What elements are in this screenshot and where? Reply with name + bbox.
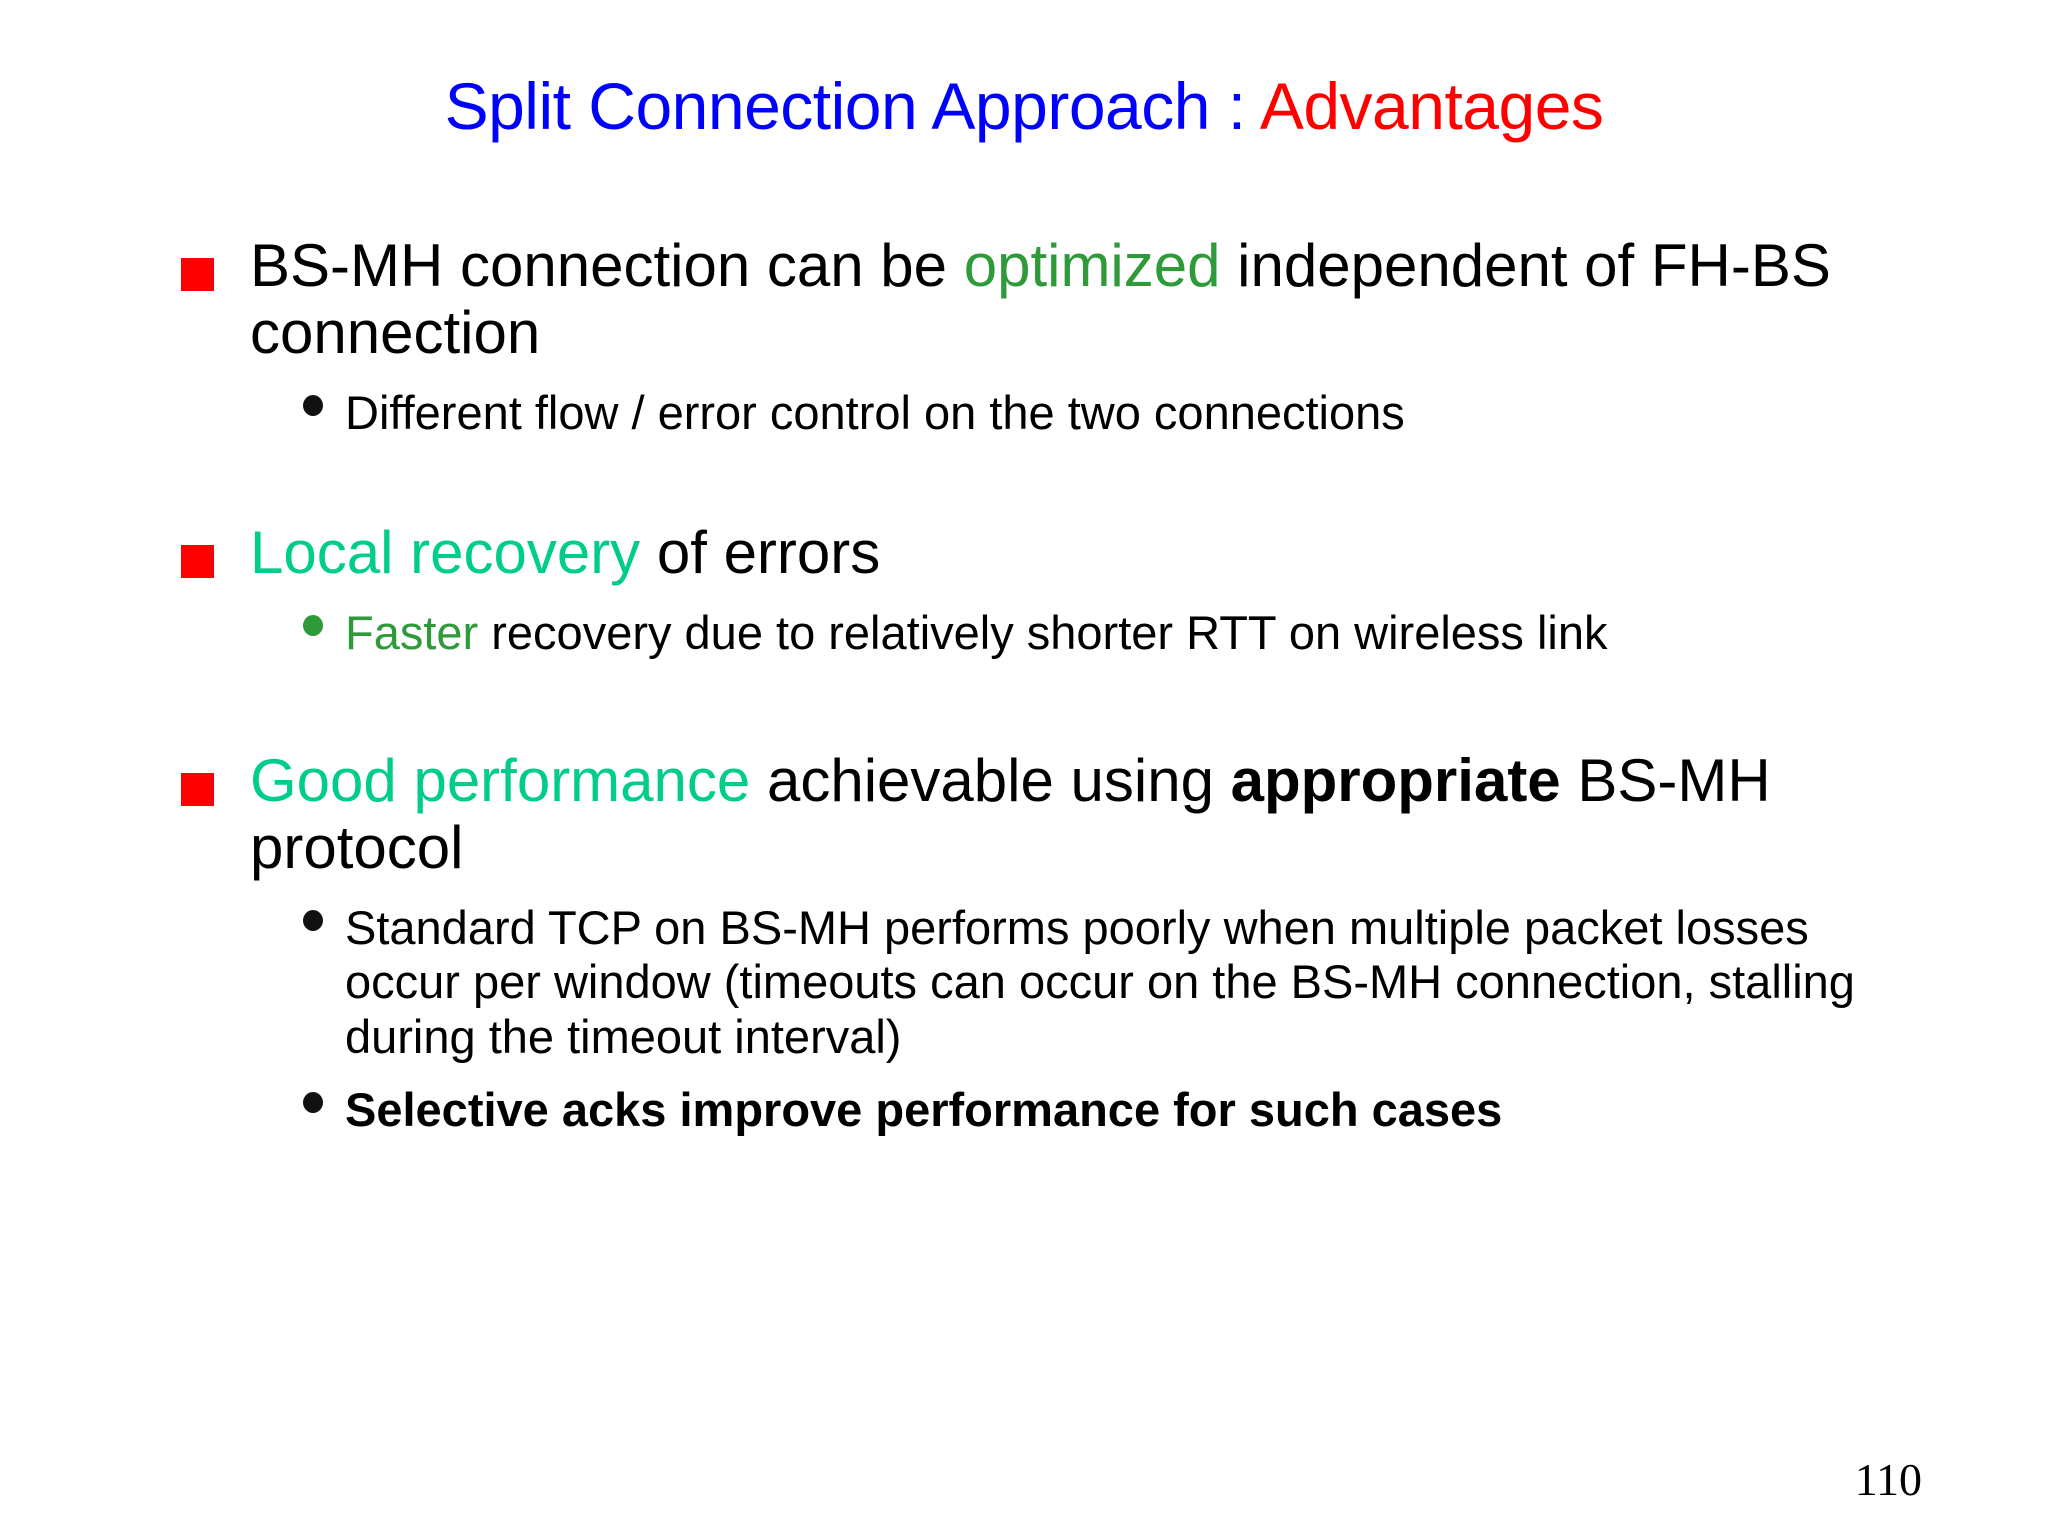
- bullet-3-part-3-appropriate: appropriate: [1230, 746, 1561, 814]
- bullet-item-1: BS-MH connection can be optimized indepe…: [0, 232, 2048, 366]
- dot-bullet-icon: [303, 909, 323, 931]
- group-spacer-1: [0, 441, 2048, 519]
- dot-bullet-icon: [303, 1091, 323, 1113]
- bullet-group-1: BS-MH connection can be optimized indepe…: [0, 232, 2048, 441]
- spacer: [0, 887, 2048, 901]
- group-spacer-2: [0, 661, 2048, 747]
- sub-bullet-3-1-text: Standard TCP on BS-MH performs poorly wh…: [345, 900, 1855, 1063]
- bullet-1-part-1: BS-MH connection can be: [250, 232, 964, 299]
- bullet-3-part-1-good-performance: Good performance: [250, 746, 751, 814]
- sub-bullet-2-1-text: recovery due to relatively shorter RTT o…: [478, 606, 1608, 660]
- slide-body: BS-MH connection can be optimized indepe…: [0, 232, 2048, 1137]
- sub-bullet-3-2: Selective acks improve performance for s…: [0, 1083, 2048, 1138]
- bullet-1-part-2-optimized: optimized: [963, 232, 1221, 299]
- title-accent-text: Advantages: [1259, 69, 1604, 143]
- dot-bullet-icon: [303, 395, 323, 417]
- bullet-2-part-2: of errors: [640, 518, 881, 586]
- sub-bullet-1-1: Different flow / error control on the tw…: [0, 386, 2048, 441]
- slide-title: Split Connection Approach : Advantages: [0, 70, 2048, 143]
- sub-bullet-2-1-faster: Faster: [345, 606, 479, 660]
- page-number: 110: [1854, 1454, 1922, 1505]
- square-bullet-icon: [181, 772, 214, 806]
- bullet-item-2: Local recovery of errors: [0, 519, 2048, 586]
- sub-bullet-3-2-text: Selective acks improve performance for s…: [345, 1082, 1503, 1136]
- bullet-group-2: Local recovery of errors Faster recovery…: [0, 519, 2048, 661]
- bullet-group-3: Good performance achievable using approp…: [0, 747, 2048, 1137]
- title-main-text: Split Connection Approach :: [444, 69, 1260, 143]
- square-bullet-icon: [181, 258, 214, 291]
- bullet-2-part-1-local-recovery: Local recovery: [250, 518, 641, 586]
- sub-bullet-3-1: Standard TCP on BS-MH performs poorly wh…: [0, 901, 2048, 1065]
- dot-bullet-icon: [303, 615, 323, 637]
- bullet-1-part-3: independent of FH-BS connection: [250, 232, 1831, 367]
- spacer: [0, 592, 2048, 606]
- spacer: [0, 372, 2048, 386]
- square-bullet-icon: [181, 544, 214, 578]
- bullet-3-part-2: achievable using: [750, 746, 1231, 814]
- sub-bullet-2-1: Faster recovery due to relatively shorte…: [0, 606, 2048, 661]
- bullet-item-3: Good performance achievable using approp…: [0, 747, 2048, 881]
- sub-bullet-1-1-text: Different flow / error control on the tw…: [345, 386, 1405, 440]
- spacer: [0, 1065, 2048, 1083]
- bullet-3-part-4: BS-MH protocol: [250, 746, 1771, 881]
